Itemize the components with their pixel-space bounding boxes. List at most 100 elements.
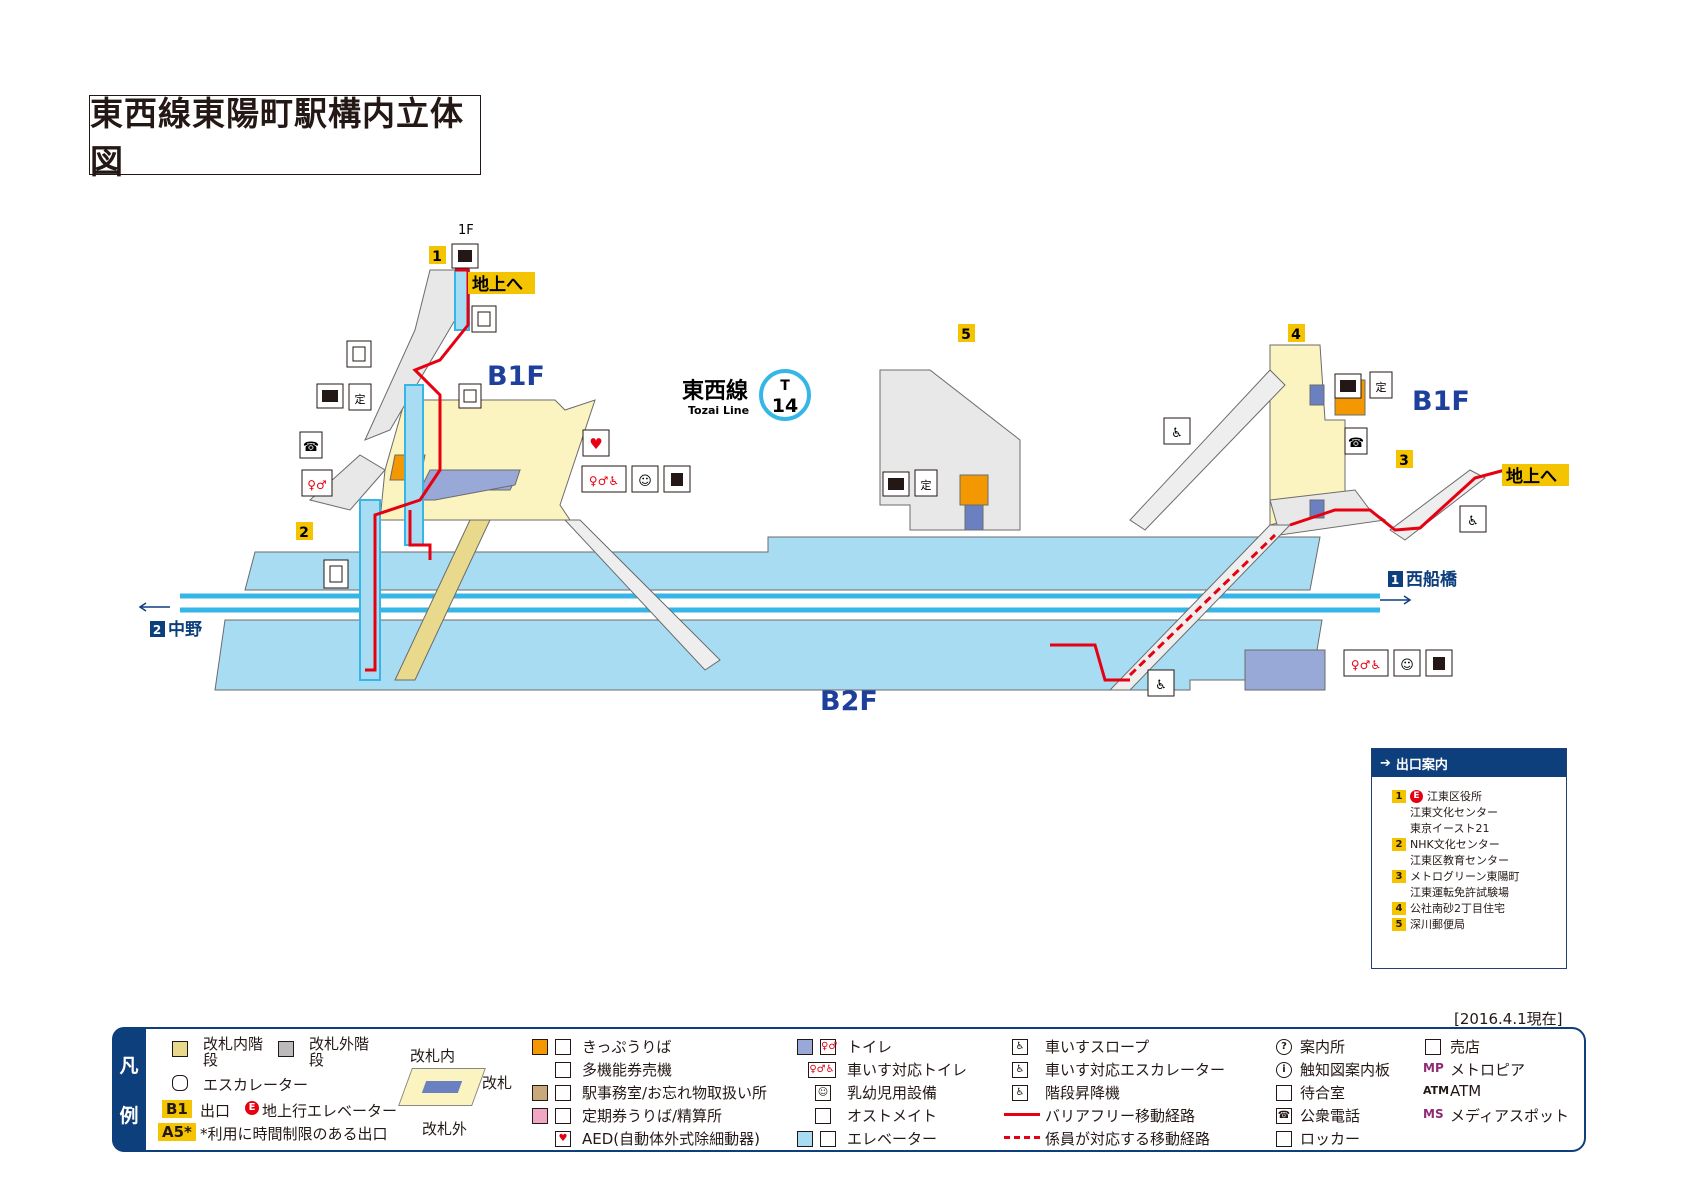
pass-icon — [555, 1108, 571, 1124]
legend-wc-escalator: 車いす対応エスカレーター — [1045, 1061, 1226, 1079]
ticket-machine-icon — [555, 1039, 571, 1055]
elevator-box-icon — [797, 1131, 813, 1147]
legend-tab: 凡例 — [112, 1027, 146, 1152]
direction-west: 2 中野 — [150, 619, 202, 640]
phone-icon: ☎ — [299, 431, 323, 459]
to-ground-east: 地上へ — [1502, 464, 1569, 487]
media-spot-icon: MS — [1423, 1107, 1444, 1121]
limited-exit-badge: A5* — [158, 1123, 196, 1141]
stairs-outside-icon — [278, 1041, 294, 1057]
pass-office-icon: 定 — [914, 469, 938, 497]
b2f-platform — [214, 536, 1323, 691]
office-icon — [555, 1085, 571, 1101]
elevator-icon — [346, 340, 372, 368]
wheelchair-slope-icon: ♿ — [1012, 1039, 1028, 1055]
svg-text:1: 1 — [432, 249, 442, 265]
legend-gate-outside: 改札外 — [422, 1120, 468, 1138]
legend-metropia: メトロピア — [1450, 1061, 1526, 1079]
baby-icon: ☺ — [1393, 649, 1421, 677]
to-ground-west: 地上へ — [468, 272, 535, 295]
exit-guide-row: 江東区教育センター — [1410, 854, 1509, 867]
legend-pass: 定期券うりば/精算所 — [582, 1107, 723, 1125]
ostomate-icon — [815, 1108, 831, 1124]
legend-limited-exit: *利用に時間制限のある出口 — [200, 1125, 388, 1143]
svg-text:地上へ: 地上へ — [472, 274, 523, 295]
svg-text:☎: ☎ — [1348, 436, 1364, 451]
gate-diagram — [398, 1068, 486, 1106]
exit5-structure — [879, 369, 1021, 531]
wheelchair-escalator-icon: ♿ — [1459, 505, 1487, 533]
legend-aed: AED(自動体外式除細動器) — [582, 1130, 760, 1148]
legend-media: メディアスポット — [1450, 1107, 1569, 1125]
legend-stairs-inside: 改札内階段 — [203, 1035, 264, 1069]
stairs-inside-icon — [172, 1041, 188, 1057]
svg-text:☺: ☺ — [638, 474, 652, 489]
legend-baby: 乳幼児用設備 — [847, 1084, 938, 1102]
station-line-letter: T — [780, 378, 790, 394]
legend-exit: 出口 — [200, 1102, 231, 1120]
exit-5-badge[interactable]: 5 — [958, 324, 975, 343]
pass-office-icon: 定 — [1369, 371, 1393, 399]
date-stamp: [2016.4.1現在] — [1454, 1010, 1563, 1028]
wheelchair-toilet-icon: ♀♂♿ — [1343, 649, 1389, 677]
legend-shop: 売店 — [1450, 1038, 1481, 1056]
phone-icon: ☎ — [1276, 1108, 1292, 1124]
office-icon — [882, 471, 910, 497]
waiting-room-icon — [1276, 1085, 1292, 1101]
office-icon — [316, 383, 344, 409]
elevator-exit-badge: E — [245, 1101, 259, 1115]
svg-text:地上へ: 地上へ — [1506, 466, 1557, 487]
pass-box-icon — [532, 1108, 548, 1124]
multi-ticket-icon — [555, 1062, 571, 1078]
legend-slope: 車いすスロープ — [1045, 1038, 1150, 1056]
svg-text:☎: ☎ — [303, 440, 319, 455]
elevator-icon — [323, 559, 349, 589]
exit-3-badge[interactable]: 3 — [1396, 450, 1413, 469]
svg-text:♀♂: ♀♂ — [307, 478, 327, 492]
svg-text:♿: ♿ — [1155, 678, 1167, 693]
floor-label-b2f: B2F — [820, 686, 878, 717]
stair-lift-icon: ♿ — [1012, 1085, 1028, 1101]
legend-atm: ATM — [1450, 1082, 1482, 1100]
metropia-icon: MP — [1423, 1061, 1444, 1075]
wheelchair-escalator-icon: ♿ — [1163, 417, 1191, 445]
exit-guide-row: 江東運転免許試験場 — [1410, 886, 1509, 899]
exit-guide-row: 東京イースト21 — [1410, 822, 1490, 835]
exit-badge: B1 — [162, 1100, 192, 1118]
exit-4-badge[interactable]: 4 — [1288, 324, 1305, 343]
wheelchair-toilet-icon: ♀♂♿ — [808, 1062, 836, 1078]
line-name-en: Tozai Line — [688, 404, 749, 417]
toilet-box-icon — [797, 1039, 813, 1055]
svg-text:♥: ♥ — [589, 435, 602, 453]
legend-wheelchair-toilet: 車いす対応トイレ — [847, 1061, 968, 1079]
aed-icon: ♥ — [555, 1131, 571, 1147]
aed-icon: ♥ — [582, 429, 610, 457]
arrow-right-icon: ➔ — [1380, 755, 1391, 771]
office-icon — [1334, 373, 1362, 399]
floor-label-b1f-east: B1F — [1412, 386, 1470, 417]
toilet-icon: ♀♂ — [301, 469, 333, 497]
legend-gate: 改札 — [482, 1074, 513, 1092]
svg-text:1: 1 — [1391, 573, 1399, 587]
exit-1-badge[interactable]: 1 — [429, 246, 446, 265]
wheelchair-toilet-icon: ♀♂♿ — [581, 465, 627, 493]
b1f-concourse-west — [308, 268, 721, 681]
legend-barrier-free: バリアフリー移動経路 — [1045, 1107, 1196, 1125]
ostomate-icon — [1425, 649, 1453, 677]
toilet-icon: ♀♂ — [820, 1039, 837, 1055]
baby-icon: ☺ — [631, 465, 659, 493]
legend-gate-inside: 改札内 — [410, 1047, 456, 1065]
svg-text:5: 5 — [961, 327, 971, 343]
ostomate-icon — [663, 465, 691, 493]
exit-2-badge[interactable]: 2 — [296, 522, 313, 541]
legend-office: 駅事務室/お忘れ物取扱い所 — [582, 1084, 768, 1102]
svg-text:西船橋: 西船橋 — [1406, 569, 1458, 590]
floor-label-b1f-west: B1F — [487, 361, 545, 392]
escalator-icon — [172, 1075, 188, 1091]
svg-text:♀♂♿: ♀♂♿ — [1351, 658, 1381, 672]
svg-text:3: 3 — [1399, 453, 1409, 469]
